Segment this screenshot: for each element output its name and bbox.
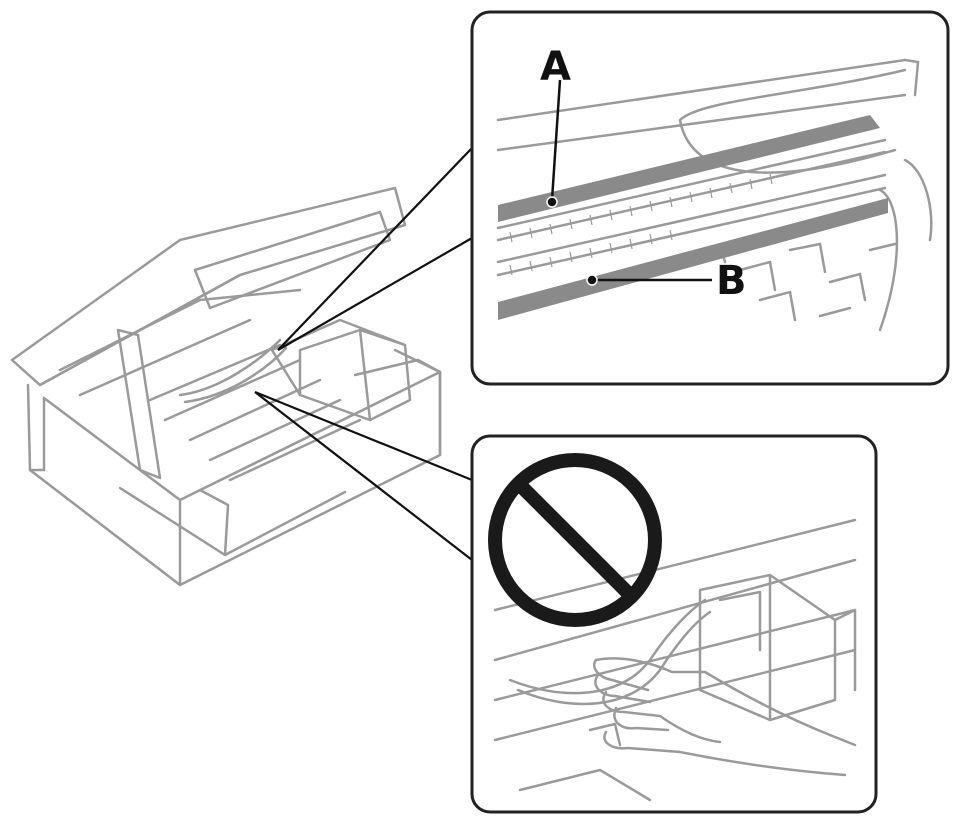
label-b: B	[716, 258, 747, 304]
film-strip-a	[498, 115, 880, 222]
printer-illustration	[10, 186, 442, 587]
detail-panel-translucent-film: A B	[470, 10, 950, 386]
film-strip-b	[498, 198, 888, 320]
no-touch-prohibition-icon	[488, 453, 662, 627]
label-a: A	[540, 44, 571, 90]
detail-panel-do-not-touch	[470, 434, 878, 814]
callout-connectors	[254, 147, 473, 561]
